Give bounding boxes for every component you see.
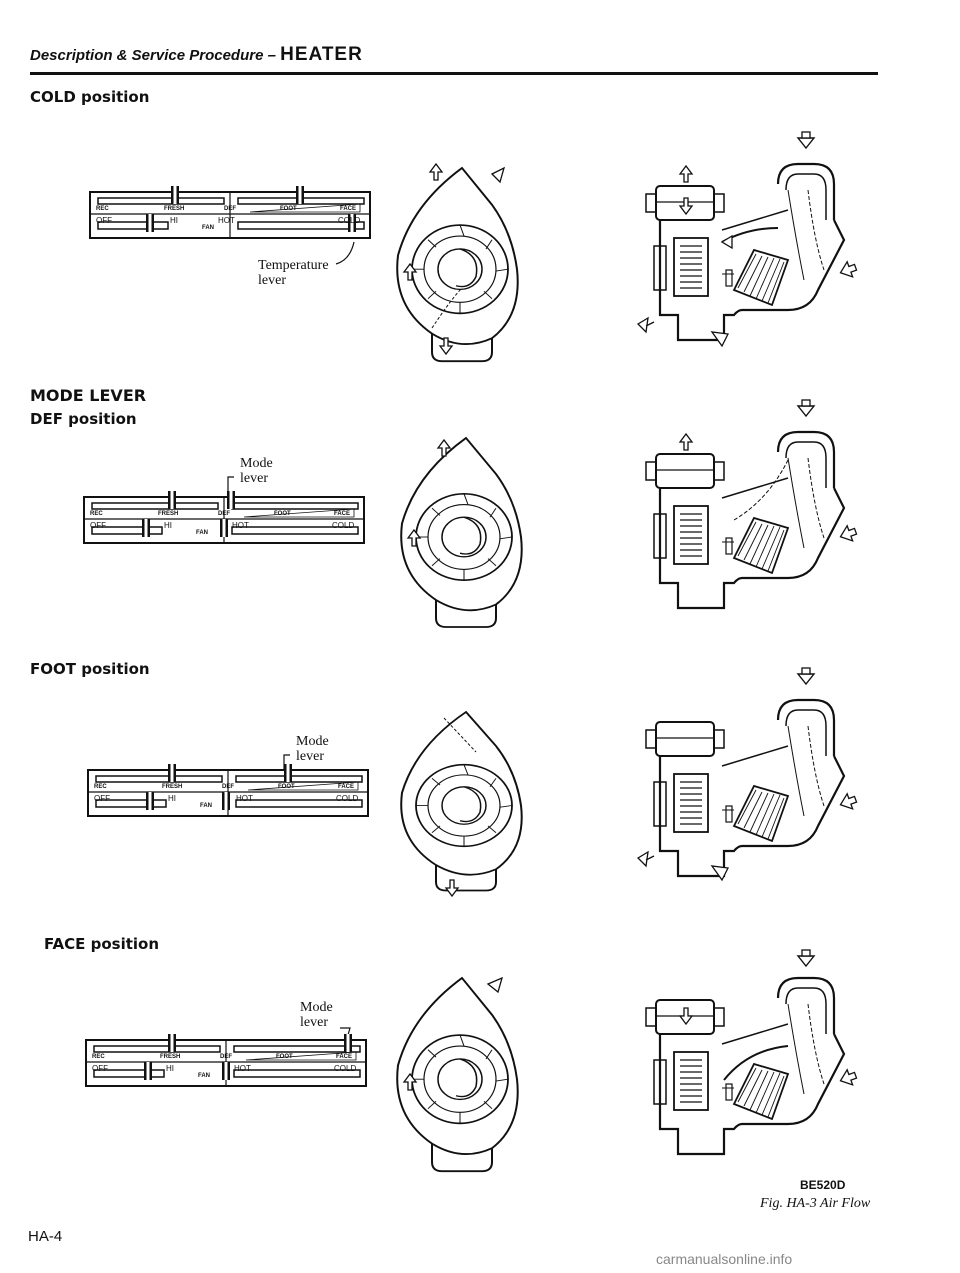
panel-cold-label: COLD xyxy=(334,1064,357,1073)
panel-fresh-label: FRESH xyxy=(164,206,185,212)
panel-foot-label: FOOT xyxy=(278,784,295,790)
label-line-2: lever xyxy=(240,471,268,486)
heater-unit-def xyxy=(638,399,868,630)
panel-hot-label: HOT xyxy=(236,794,253,803)
panel-rec-label: REC xyxy=(90,511,103,517)
fan-housing-face xyxy=(392,976,522,1173)
panel-def-label: DEF xyxy=(220,1054,232,1060)
control-panel-cold: REC FRESH DEF FOOT FACE OFF HI FAN HOT C… xyxy=(89,186,371,239)
control-panel-face: REC FRESH DEF FOOT FACE OFF HI FAN HOT C… xyxy=(85,1034,367,1087)
panel-def-label: DEF xyxy=(222,784,234,790)
control-panel-def: REC FRESH DEF FOOT FACE OFF HI FAN HOT C… xyxy=(83,491,365,544)
label-line-1: Temperature xyxy=(258,258,329,273)
panel-fresh-label: FRESH xyxy=(160,1054,181,1060)
page-header: Description & Service Procedure – HEATER xyxy=(30,44,363,66)
panel-fan-label: FAN xyxy=(202,225,214,231)
panel-hot-label: HOT xyxy=(232,521,249,530)
section-title-def: DEF position xyxy=(30,410,137,428)
section-title-face: FACE position xyxy=(44,935,160,953)
panel-rec-label: REC xyxy=(96,206,109,212)
temperature-lever-label: Temperature lever xyxy=(258,258,329,288)
panel-off-label: OFF xyxy=(92,1064,108,1073)
header-rule xyxy=(30,72,878,75)
panel-fresh-label: FRESH xyxy=(162,784,183,790)
label-line-1: Mode xyxy=(300,1000,333,1015)
panel-off-label: OFF xyxy=(94,794,110,803)
label-line-1: Mode xyxy=(240,456,273,471)
panel-hi-label: HI xyxy=(170,216,178,225)
panel-face-label: FACE xyxy=(334,511,351,517)
mode-lever-label-foot: Mode lever xyxy=(296,734,329,764)
mode-lever-pointer-def xyxy=(227,476,234,492)
panel-fan-label: FAN xyxy=(196,530,208,536)
header-title: HEATER xyxy=(280,44,363,65)
panel-foot-label: FOOT xyxy=(274,511,291,517)
label-line-2: lever xyxy=(258,273,286,288)
panel-off-label: OFF xyxy=(96,216,112,225)
panel-hi-label: HI xyxy=(166,1064,174,1073)
panel-rec-label: REC xyxy=(92,1054,105,1060)
fan-housing-def xyxy=(396,437,526,633)
panel-fresh-label: FRESH xyxy=(158,511,179,517)
watermark: carmanualsonline.info xyxy=(656,1251,793,1267)
fan-housing-cold xyxy=(392,163,522,368)
panel-hi-label: HI xyxy=(168,794,176,803)
panel-fan-label: FAN xyxy=(200,803,212,809)
panel-face-label: FACE xyxy=(336,1054,353,1060)
panel-def-label: DEF xyxy=(224,206,236,212)
label-line-1: Mode xyxy=(296,734,329,749)
panel-foot-label: FOOT xyxy=(280,206,297,212)
panel-def-label: DEF xyxy=(218,511,230,517)
section-title-foot: FOOT position xyxy=(30,660,150,678)
panel-fan-label: FAN xyxy=(198,1073,210,1079)
figure-code: BE520D xyxy=(800,1178,846,1192)
page-number: HA-4 xyxy=(28,1228,63,1245)
section-title-mode-lever: MODE LEVER xyxy=(30,386,147,405)
panel-hi-label: HI xyxy=(164,521,172,530)
heater-unit-cold xyxy=(636,131,868,367)
panel-hot-label: HOT xyxy=(234,1064,251,1073)
panel-rec-label: REC xyxy=(94,784,107,790)
section-title-cold: COLD position xyxy=(30,88,150,106)
panel-cold-label: COLD xyxy=(338,216,361,225)
panel-off-label: OFF xyxy=(90,521,106,530)
heater-unit-foot xyxy=(636,667,868,898)
temperature-lever-pointer xyxy=(335,241,355,265)
header-italic: Description & Service Procedure – xyxy=(30,47,276,64)
control-panel-foot: REC FRESH DEF FOOT FACE OFF HI FAN HOT C… xyxy=(87,764,369,817)
label-line-2: lever xyxy=(296,749,324,764)
panel-foot-label: FOOT xyxy=(276,1054,293,1060)
panel-hot-label: HOT xyxy=(218,216,235,225)
panel-face-label: FACE xyxy=(340,206,357,212)
figure-caption: Fig. HA-3 Air Flow xyxy=(760,1196,871,1211)
fan-housing-foot xyxy=(396,711,526,897)
mode-lever-label-def: Mode lever xyxy=(240,456,273,486)
mode-lever-label-face: Mode lever xyxy=(300,1000,333,1030)
panel-face-label: FACE xyxy=(338,784,355,790)
heater-unit-face xyxy=(638,949,868,1170)
label-line-2: lever xyxy=(300,1015,328,1030)
panel-cold-label: COLD xyxy=(332,521,355,530)
panel-cold-label: COLD xyxy=(336,794,359,803)
